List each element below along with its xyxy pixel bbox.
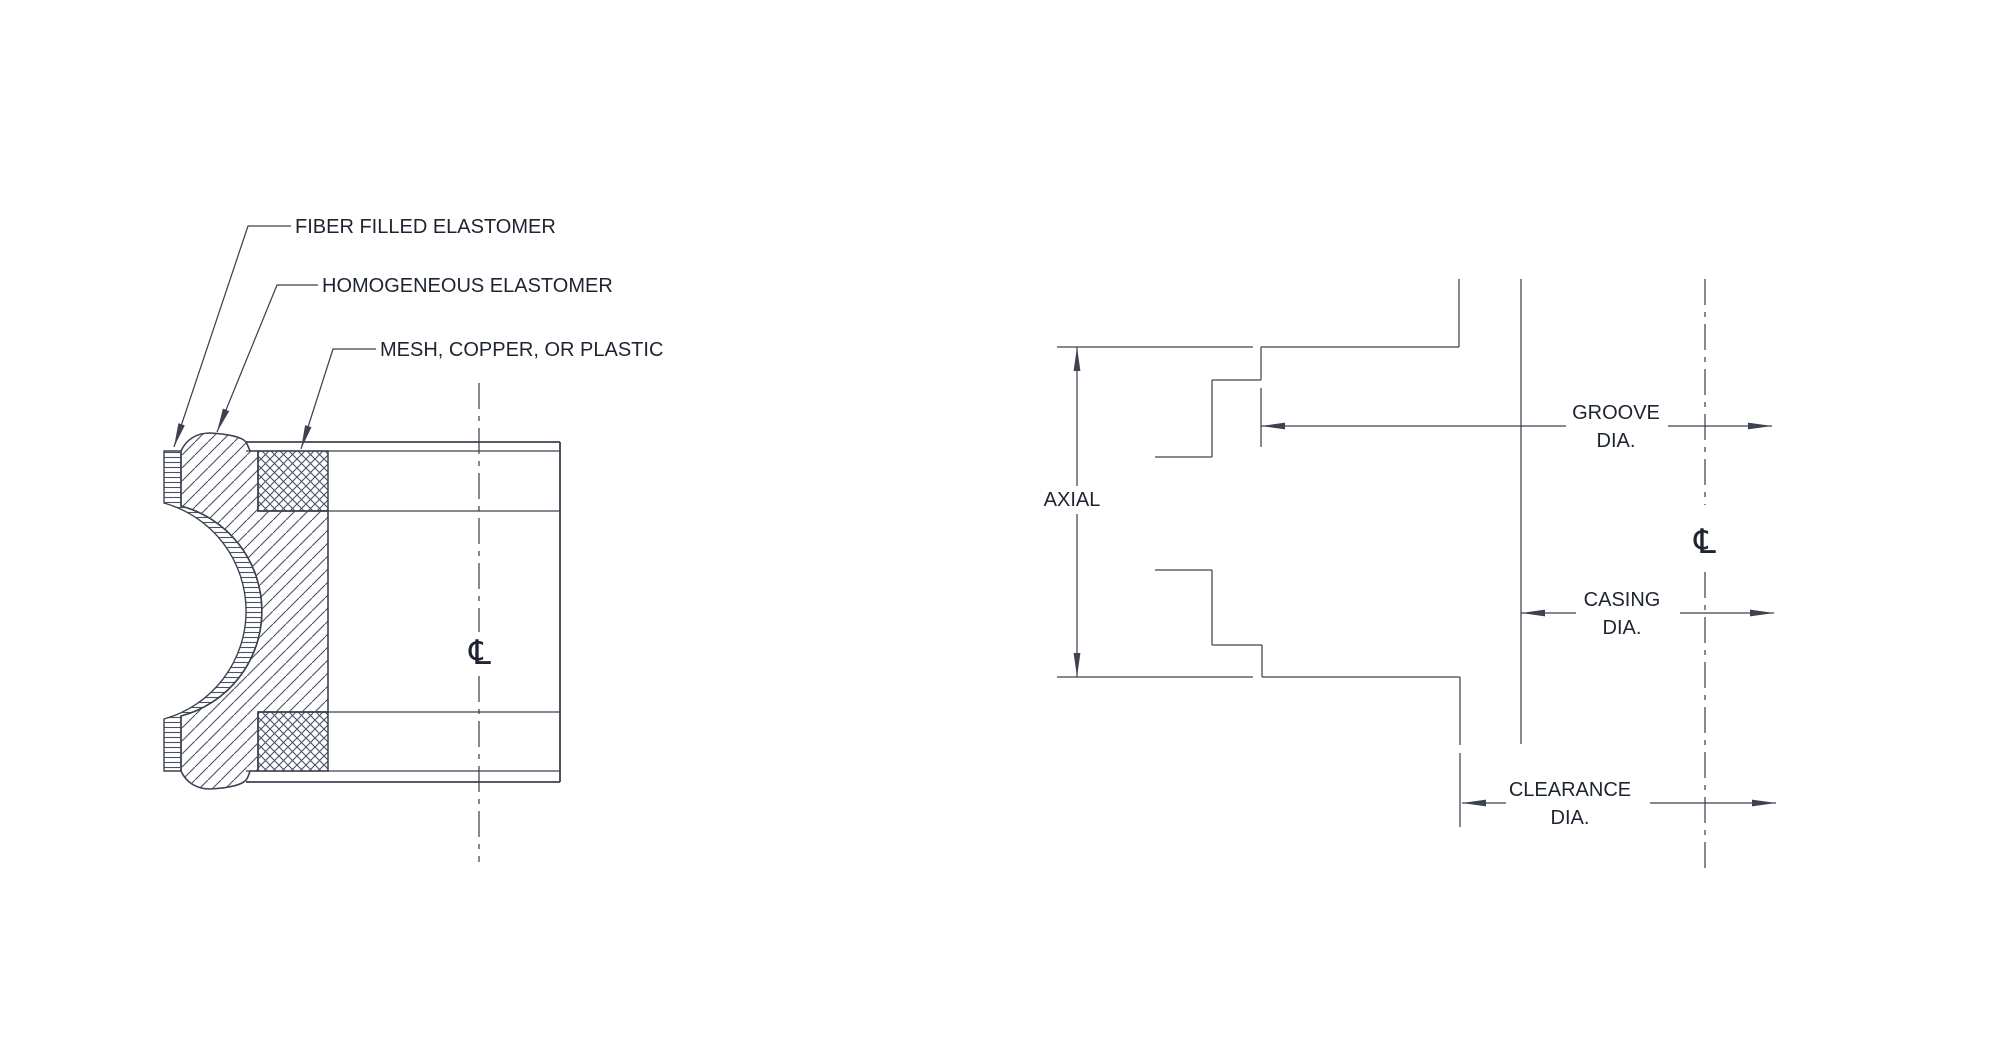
casing-dia-label-line2: DIA. — [1603, 617, 1642, 639]
centerline-symbol-right: ℄ — [1693, 522, 1716, 562]
dimension-clearance-dia: CLEARANCE DIA. — [1462, 779, 1776, 829]
seal-cross-section-figure: ℄ FIBER FILLED ELASTOMER HOMOGENEOUS ELA… — [163, 216, 663, 862]
groove-dia-label-line2: DIA. — [1597, 430, 1636, 452]
mesh-insert-bottom — [257, 711, 329, 772]
callout-fiber: FIBER FILLED ELASTOMER — [173, 216, 556, 448]
axial-label: AXIAL — [1044, 489, 1101, 511]
groove-dia-label-line1: GROOVE — [1572, 402, 1660, 424]
clearance-dia-label-line2: DIA. — [1551, 807, 1590, 829]
callout-mesh: MESH, COPPER, OR PLASTIC — [300, 339, 663, 450]
callout-homogeneous-label: HOMOGENEOUS ELASTOMER — [322, 275, 613, 297]
centerline-symbol-left: ℄ — [468, 633, 491, 673]
elastomer-hatch-region — [180, 432, 329, 790]
casing-dia-label-line1: CASING — [1584, 589, 1661, 611]
callout-mesh-label: MESH, COPPER, OR PLASTIC — [380, 339, 663, 361]
leader-line-mesh — [300, 348, 376, 450]
gland-profile — [1155, 279, 1522, 827]
leader-line-homogeneous — [216, 284, 318, 433]
dimension-axial: AXIAL — [1044, 346, 1253, 678]
clearance-dia-label-line1: CLEARANCE — [1509, 779, 1631, 801]
seal-outline — [246, 441, 561, 783]
callout-homogeneous: HOMOGENEOUS ELASTOMER — [216, 275, 613, 433]
callout-fiber-label: FIBER FILLED ELASTOMER — [295, 216, 556, 238]
gland-dimension-figure: ℄ AXIAL GROOVE DIA. CASING DIA. CLE — [1044, 279, 1776, 873]
dimension-groove-dia: GROOVE DIA. — [1261, 402, 1772, 452]
mesh-insert-top — [257, 450, 329, 512]
leader-line-fiber — [173, 225, 291, 448]
dimension-casing-dia: CASING DIA. — [1521, 589, 1774, 639]
